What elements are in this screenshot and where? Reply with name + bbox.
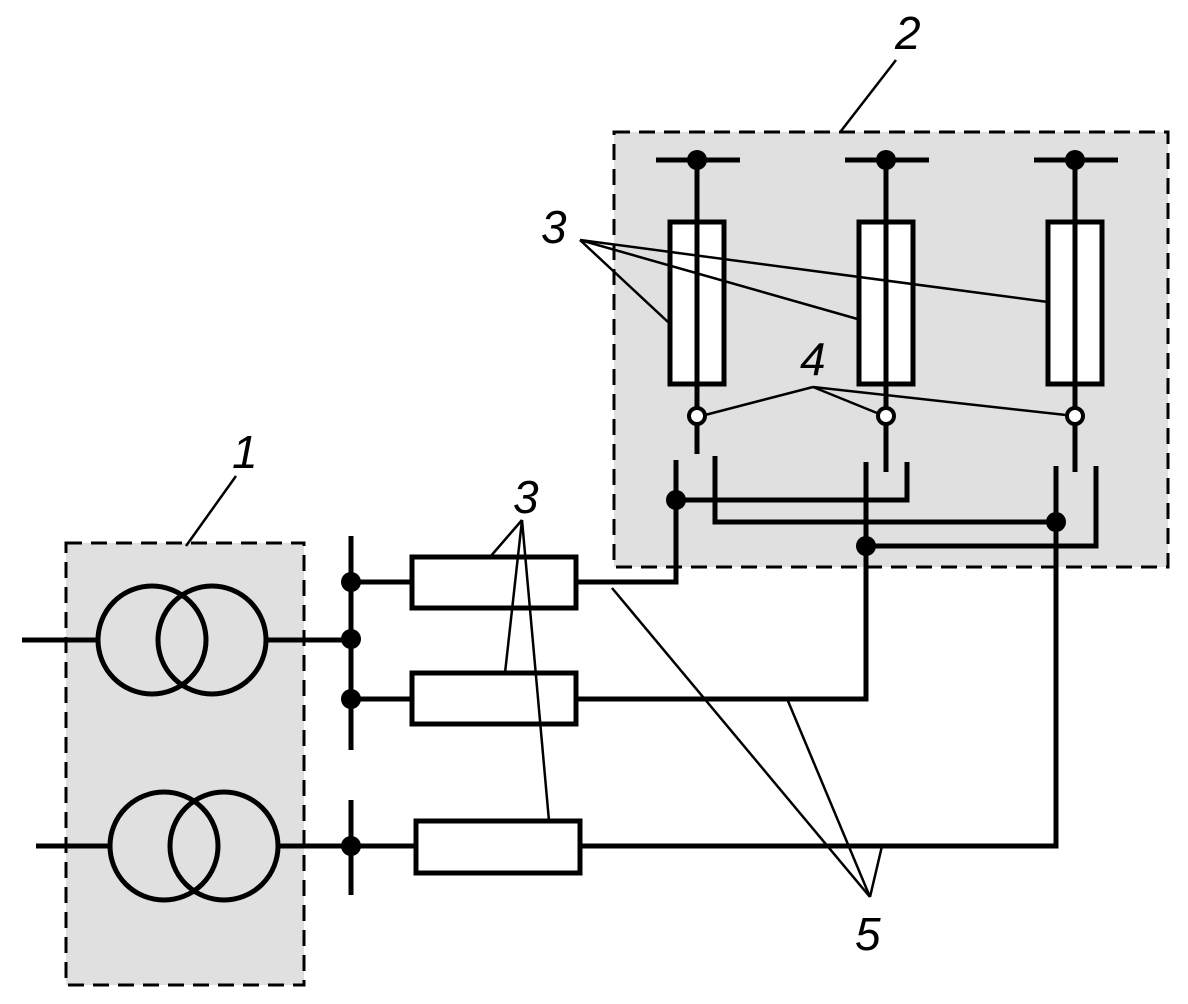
cabinet-phase-3 xyxy=(1034,150,1118,472)
feeder-line-2 xyxy=(351,546,869,727)
transformer-2 xyxy=(36,789,351,903)
label-disconnects: 4 xyxy=(800,333,826,385)
bus-junction-dot xyxy=(341,629,361,649)
feeder-line-1 xyxy=(351,500,679,611)
label-fuse-cabinet: 2 xyxy=(894,7,921,59)
leader-lines xyxy=(184,59,1067,898)
cabinet-phase-1 xyxy=(656,150,740,454)
label-cables: 5 xyxy=(855,908,881,960)
transformer-enclosure xyxy=(64,541,306,987)
label-transformer-block: 1 xyxy=(232,426,258,478)
transformer-1 xyxy=(22,583,351,697)
cabinet-phase-2 xyxy=(845,150,929,472)
label-fuses-bottom: 3 xyxy=(513,471,539,523)
feeder-line-3 xyxy=(351,522,1059,876)
label-fuses-top: 3 xyxy=(541,201,567,253)
cabinet-busbar-wiring xyxy=(666,456,1099,556)
